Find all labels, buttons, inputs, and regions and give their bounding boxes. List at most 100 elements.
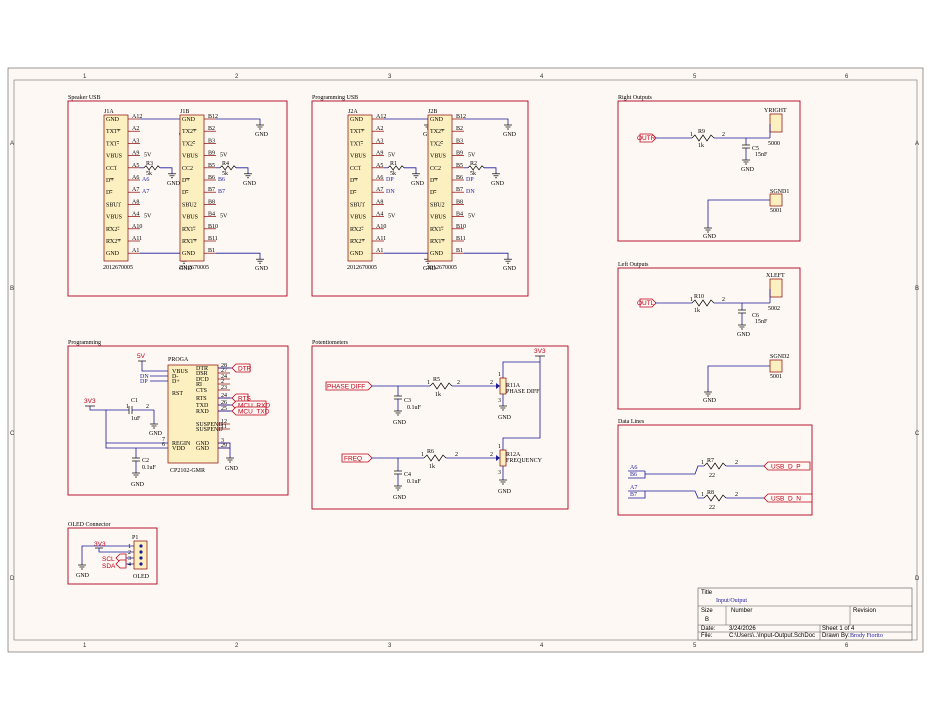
c4-label: C4 [404,472,411,478]
usb-pin-number: A7 [376,187,383,193]
frame-row-label: D [10,576,15,582]
usb-connector-body[interactable] [427,114,453,262]
port-usb-d-n[interactable] [763,493,813,503]
frame-col-label: 5 [693,643,697,649]
cp2102-pin-name: SUSPEND [196,427,223,433]
usb-5v-label: 5V [388,153,396,159]
svg-text:B6: B6 [630,472,637,478]
data-lines-circuit[interactable]: A6 B6 R7 22 1 2 USB_D_P A7 B7 R8 22 1 2 … [628,458,813,511]
usb-connector-body[interactable] [103,114,129,262]
right-output-circuit[interactable]: OUTR R9 1k 1 2 C5 15nF GND YRIGHT 5000 S… [637,108,789,240]
section-speaker-usb [67,100,288,297]
svg-text:2: 2 [735,492,738,498]
usb-pin-name: TX2- [430,141,443,147]
port-outr[interactable] [639,133,657,143]
port-freq[interactable] [341,453,373,463]
date-value: 3/24/2026 [729,626,756,632]
sgnd2-connector[interactable] [769,359,783,373]
usb-pin-name: D- [106,190,112,196]
usb-pin-name: RX2- [350,227,363,233]
usb-pin-name: GND [430,251,444,257]
cp2102-pin-number: 26 [221,400,227,406]
frame-col-label: 5 [693,74,697,80]
svg-text:1: 1 [498,372,501,378]
cp2102-pin-name: DCD [196,377,209,383]
svg-text:1: 1 [690,132,693,138]
svg-text:GND: GND [393,495,407,501]
c1-label: C1 [131,398,138,404]
svg-text:2: 2 [722,297,725,303]
port-phase-diff[interactable] [325,381,373,391]
usb-pin-number: B9 [208,151,215,157]
usb-pin-number: A11 [376,236,386,242]
frame-row-label: A [10,141,14,147]
port-mcu-txd[interactable] [231,406,267,416]
potentiometer-circuit[interactable]: 3V3 PHASE DIFF R5 1k 1 2 C3 0.1uF GND 2 … [325,348,546,501]
usb-pin-name: VBUS [430,215,446,221]
cp2102-pin-number: 24 [221,374,227,380]
sheet-inner-border [13,79,918,641]
r5-label: R5 [433,377,440,383]
r7-label: R7 [707,458,714,464]
usb-5v-label: 5V [468,153,476,159]
frame-row-label: B [915,286,919,292]
prog-3v3: 3V3 [84,398,96,405]
svg-text:7: 7 [162,437,165,443]
port-mcu-txd-label: MCU_TXD [238,409,270,416]
port-outr-label: OUTR [637,135,656,142]
usb-pin-name: TX1+ [106,129,121,135]
cp2102-pin-number: 12 [221,419,227,425]
port-dtr[interactable] [231,363,251,373]
proga-label: PROGA [168,357,189,363]
usb-pin-number: A10 [376,224,386,230]
port-outl[interactable] [639,298,657,308]
oled-connector-circuit[interactable]: P1 OLED 1 2 3 4 GND 3V3 SCL SDA [76,535,150,580]
section-title-potentiometers: Potentiometers [312,340,349,346]
usb-connector-body[interactable] [179,114,205,262]
cp2102-pin-name: D- [172,374,178,380]
port-sda-label: SDA [102,563,116,570]
cp2102-pin-name: DSR [196,371,208,377]
usb-pin-name: VBUS [430,154,446,160]
yright-connector[interactable] [769,113,783,133]
c6-label: C6 [752,313,759,319]
xleft-connector[interactable] [769,278,783,298]
title-value: Input/Output [716,598,747,604]
oled-p1-connector[interactable] [133,540,148,570]
cp2102-ic[interactable] [167,364,219,464]
svg-text:1: 1 [427,380,430,386]
usb-pin-name: D- [430,190,436,196]
port-usb-d-n-label: USB_D_N [771,496,801,503]
port-phase-diff-label: PHASE DIFF [327,384,365,391]
usb-pin-name: CC2 [182,166,193,172]
port-usb-d-p[interactable] [763,461,811,471]
section-title-oled-connector: OLED Connector [68,522,111,528]
section-data-lines [617,424,813,516]
prog-5v: 5V [137,353,146,360]
title-block: Title Input/Output Size B Number Revisio… [697,587,913,641]
usb-5v-label: 5V [388,214,396,220]
usb-pin-name: VBUS [106,215,122,221]
gnd-symbol: GND [255,124,269,138]
sgnd1-connector[interactable] [769,193,783,207]
usb-pin-number: B11 [456,236,466,242]
gnd-symbol [742,159,750,165]
usb-net-label: B6 [218,177,225,183]
usb-5v-label: 5V [220,214,228,220]
usb-connector-body[interactable] [347,114,373,262]
usb-pin-number: B4 [456,212,463,218]
number-label: Number [731,608,752,614]
left-output-circuit[interactable]: OUTL R10 1k 1 2 C6 15nF GND XLEFT 5002 S… [637,273,789,404]
gnd-symbol: GND [503,124,517,138]
usb-5v-label: 5V [144,153,152,159]
usb-pin-name: GND [182,251,196,257]
usb-pin-number: B5 [208,163,215,169]
usb-5v-label: 5V [468,214,476,220]
gnd-symbol [704,227,712,233]
cp2102-pin-name: VBUS [172,369,188,375]
section-potentiometers [311,345,569,510]
